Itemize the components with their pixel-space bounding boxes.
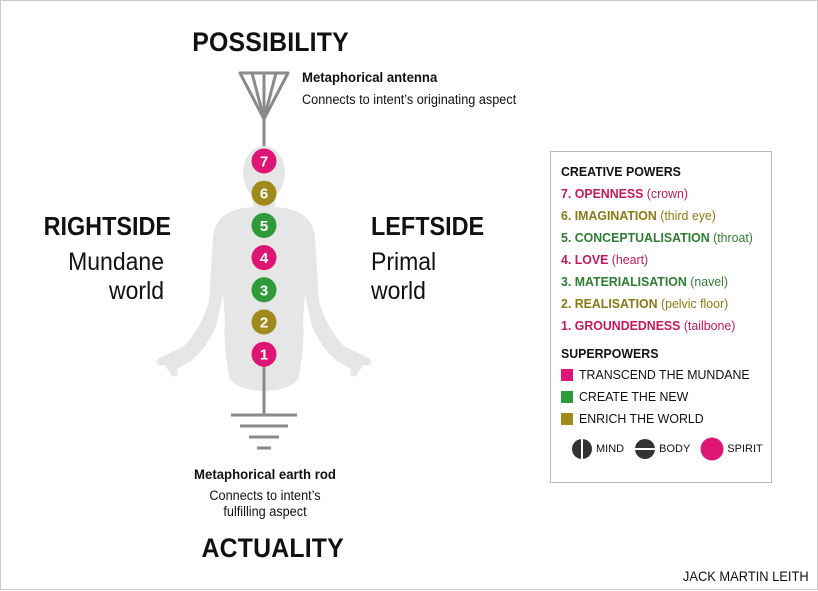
chakra-6-circle: [251, 180, 277, 206]
chakra-7-number: 7: [260, 154, 268, 171]
earth-rod-text-2: fulfilling aspect: [223, 504, 307, 519]
superpower-row: ENRICH THE WORLD: [561, 411, 710, 426]
legend-panel: CREATIVE POWERS 7. OPENNESS (crown) 6. IM…: [550, 151, 772, 483]
rightside-title: RIGHTSIDE: [43, 211, 171, 241]
chakra-5-number: 5: [260, 218, 268, 235]
superpower-row: TRANSCEND THE MUNDANE: [561, 367, 759, 382]
chakra-3-number: 3: [260, 282, 268, 299]
spirit-icon: [700, 437, 724, 461]
chakra-3-circle: [251, 277, 277, 303]
power-row-7: 7. OPENNESS (crown): [561, 186, 688, 201]
power-row-1: 1. GROUNDEDNESS (tailbone): [561, 318, 735, 333]
leftside-title: LEFTSIDE: [371, 211, 485, 241]
antenna-text: Connects to intent’s originating aspect: [302, 92, 517, 107]
power-row-4: 4. LOVE (heart): [561, 252, 648, 267]
earth-rod-title: Metaphorical earth rod: [194, 466, 336, 482]
author-credit: JACK MARTIN LEITH: [683, 568, 809, 584]
power-row-2: 2. REALISATION (pelvic floor): [561, 296, 728, 311]
power-location: (throat): [709, 230, 753, 245]
power-location: (pelvic floor): [657, 296, 729, 311]
power-location: (navel): [686, 274, 728, 289]
superpower-row: CREATE THE NEW: [561, 389, 694, 404]
mind-body-spirit-key: MIND BODY SPIRIT: [571, 437, 773, 461]
power-row-5: 5. CONCEPTUALISATION (throat): [561, 230, 753, 245]
power-name: 7. OPENNESS: [561, 186, 644, 201]
superpower-swatch: [561, 412, 573, 425]
leftside-line1: Primal: [371, 248, 437, 276]
superpower-swatch: [561, 368, 573, 381]
rightside-line1: Mundane: [68, 248, 164, 276]
possibility-label: POSSIBILITY: [192, 27, 349, 57]
superpower-swatch: [561, 390, 573, 403]
earth-rod-text-1: Connects to intent’s: [209, 488, 321, 503]
antenna-icon: [238, 71, 290, 151]
superpower-label: TRANSCEND THE MUNDANE: [579, 367, 750, 382]
mind-icon: [572, 439, 592, 459]
power-name: 2. REALISATION: [561, 296, 658, 311]
power-name: 3. MATERIALISATION: [561, 274, 687, 289]
spirit-label: SPIRIT: [727, 443, 763, 455]
leftside-line2: world: [371, 277, 426, 305]
spirit-key: SPIRIT: [700, 437, 763, 461]
power-row-3: 3. MATERIALISATION (navel): [561, 274, 728, 289]
antenna-title: Metaphorical antenna: [302, 69, 438, 85]
rightside-line2: world: [109, 277, 164, 305]
power-row-6: 6. IMAGINATION (third eye): [561, 208, 716, 223]
power-name: 5. CONCEPTUALISATION: [561, 230, 710, 245]
chakra-2-circle: [251, 309, 277, 335]
actuality-label: ACTUALITY: [201, 533, 344, 563]
chakra-4-circle: [251, 245, 277, 271]
power-location: (third eye): [656, 208, 716, 223]
body-key: BODY: [634, 438, 690, 460]
power-location: (crown): [643, 186, 688, 201]
chakra-5-circle: [251, 212, 277, 238]
chakra-6-number: 6: [260, 186, 268, 203]
superpower-label: ENRICH THE WORLD: [579, 411, 704, 426]
power-name: 6. IMAGINATION: [561, 208, 657, 223]
power-name: 1. GROUNDEDNESS: [561, 318, 681, 333]
body-icon: [635, 439, 656, 459]
power-location: (tailbone): [680, 318, 736, 333]
chakra-group: 7 6 5 4 3 2 1: [251, 148, 277, 367]
chakra-7-circle: [251, 148, 277, 174]
chakra-1-number: 1: [260, 347, 268, 364]
mind-label: MIND: [596, 443, 625, 455]
power-location: (heart): [608, 252, 649, 267]
superpowers-title: SUPERPOWERS: [561, 346, 659, 361]
chakra-2-number: 2: [260, 315, 268, 332]
body-label: BODY: [659, 443, 691, 455]
power-name: 4. LOVE: [561, 252, 609, 267]
superpower-label: CREATE THE NEW: [579, 389, 689, 404]
creative-powers-title: CREATIVE POWERS: [561, 164, 681, 179]
mind-key: MIND: [571, 438, 624, 460]
chakra-1-circle: [251, 341, 277, 367]
chakra-4-number: 4: [260, 250, 269, 267]
